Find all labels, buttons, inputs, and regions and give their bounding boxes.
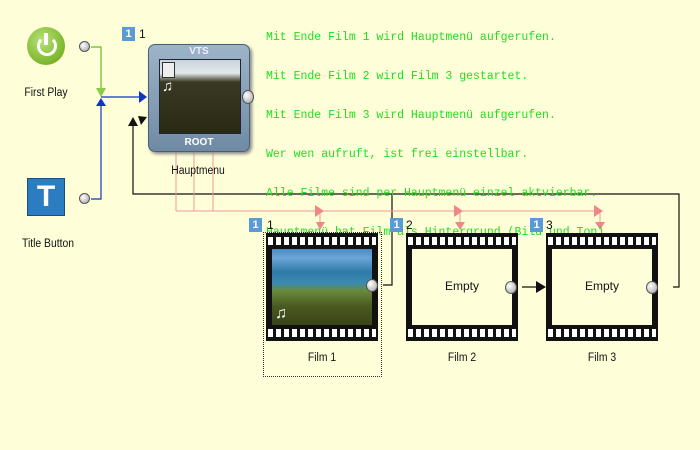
notes-text: Mit Ende Film 1 wird Hauptmenü aufgerufe… [266,5,604,252]
film-3-content: Empty [584,279,619,293]
title-button-connector[interactable] [79,193,90,204]
film1-link-arrow-down [316,222,325,230]
title-button-label: Title Button [22,238,74,250]
film-2-label: Film 2 [447,352,477,364]
title-button-link [91,100,102,200]
menu-badge: 1 [122,27,135,41]
film2-to-film3-arrow [536,281,546,293]
film-3-connector[interactable] [646,281,658,294]
music-icon: ♫ [162,78,174,95]
film-1-badge: 1 [249,218,262,232]
music-icon: ♫ [275,305,287,322]
film-2-number: 2 [406,218,413,232]
menu-number: 1 [139,27,146,41]
film-icon [162,62,175,78]
note-line: Alle Filme sind per Hauptmenü einzel akt… [266,187,598,200]
menu-preview: ♫ [159,59,241,134]
menu-connector[interactable] [242,90,254,104]
film-2-content: Empty [444,279,479,293]
first-play-label: First Play [24,87,68,99]
film-3-node[interactable]: Empty [546,233,658,341]
note-line: Mit Ende Film 3 wird Hauptmenü aufgerufe… [266,109,556,122]
menu-label: Hauptmenu [171,165,225,177]
return-loop [132,123,680,288]
note-line: Mit Ende Film 1 wird Hauptmenü aufgerufe… [266,31,556,44]
first-play-node[interactable] [27,27,65,65]
film-2-badge: 1 [390,218,403,232]
title-button-arrow [96,98,106,106]
note-line: Wer wen aufruft, ist frei einstellbar. [266,148,529,161]
first-play-arrow [96,88,106,97]
film-1-connector[interactable] [366,279,378,292]
menu-film-links [175,152,601,226]
film-1-selection [263,232,382,377]
film-3-label: Film 3 [587,352,617,364]
menu-header: VTS [189,46,209,57]
return-arrow-2 [138,116,147,125]
first-play-link [91,46,102,90]
note-line: Mit Ende Film 2 wird Film 3 gestartet. [266,70,529,83]
film-2-node[interactable]: Empty [406,233,518,341]
menu-footer: ROOT [184,137,214,148]
return-arrow [128,117,138,126]
film-1-preview: ♫ [272,249,372,325]
film1-link-arrow [315,205,324,217]
film-3-number: 3 [546,218,553,232]
film3-link-arrow-down [595,222,605,230]
title-button-icon: T [36,180,56,213]
film-1-label: Film 1 [307,352,337,364]
menu-node[interactable]: VTS ♫ ROOT [148,44,250,152]
film-3-badge: 1 [530,218,543,232]
film3-link-arrow [594,205,603,217]
title-button-node[interactable]: T [27,178,65,216]
film-1-node[interactable]: ♫ [266,233,378,341]
film-2-connector[interactable] [505,281,517,294]
film2-link-arrow [454,205,463,217]
film-1-number: 1 [267,218,274,232]
film2-link-arrow-down [455,222,465,230]
menu-entry-arrow [139,91,147,103]
first-play-connector[interactable] [79,41,90,52]
